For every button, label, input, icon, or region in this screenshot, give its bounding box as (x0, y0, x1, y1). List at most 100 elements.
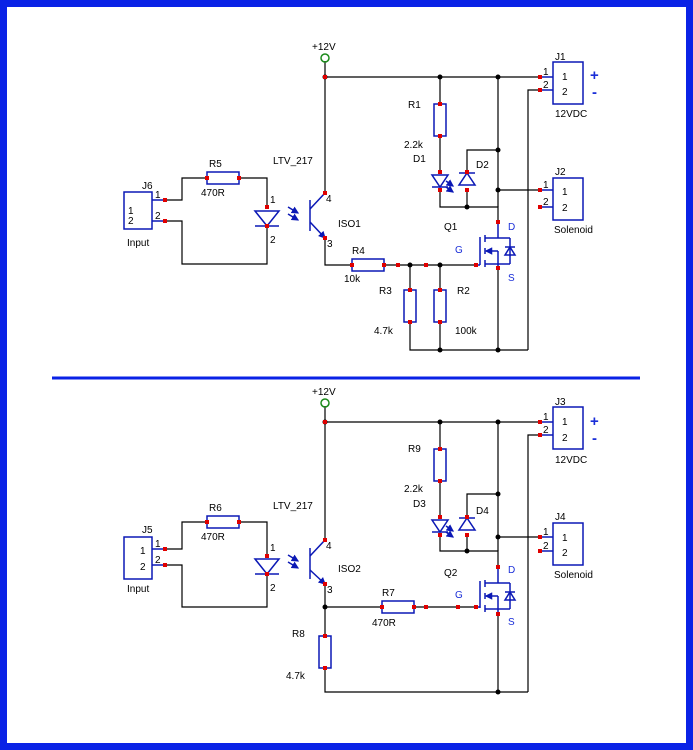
j6-pin1: 1 (155, 190, 161, 201)
resistor-r7: R7 470R (372, 588, 415, 629)
j4-pin2: 2 (543, 541, 549, 552)
iso1-led-pin1: 1 (270, 195, 276, 206)
circuit-1-junctions (322, 74, 501, 353)
d2-ref: D2 (476, 160, 489, 171)
r5-ref: R5 (209, 159, 222, 170)
r9-ref: R9 (408, 444, 421, 455)
iso2-led-pin2: 2 (270, 583, 276, 594)
j3-ref: J3 (555, 397, 566, 408)
circuit-2: +12V J5 1 2 1 2 Input R6 470R 1 2 (123, 387, 599, 695)
j2-body-pin1: 1 (562, 187, 568, 198)
j6-pin2: 2 (155, 211, 161, 222)
q2-gate: G (455, 590, 463, 601)
supply-12v-node-2: +12V (312, 387, 336, 408)
j1-body-pin1: 1 (562, 72, 568, 83)
circuit-2-pin-markers (163, 420, 542, 670)
supply-12v-label-2: +12V (312, 387, 336, 398)
r4-value: 10k (344, 274, 361, 285)
j1-pin1: 1 (543, 67, 549, 78)
d1-ref: D1 (413, 154, 426, 165)
j4-body-pin1: 1 (562, 533, 568, 544)
circuit-2-wires (165, 406, 540, 693)
led-d1 (430, 174, 455, 193)
r1-ref: R1 (408, 100, 421, 111)
r2-value: 100k (455, 326, 478, 337)
j1-plus: + (590, 67, 599, 84)
r3-ref: R3 (379, 286, 392, 297)
q2-source: S (508, 617, 515, 628)
circuit-1: +12V J6 1 2 1 2 Input R5 470R 1 2 (123, 42, 599, 353)
schematic: +12V J6 1 2 1 2 Input R5 470R 1 2 (52, 42, 640, 695)
j6-label: Input (127, 238, 149, 249)
q2-ref: Q2 (444, 568, 458, 579)
r8-value: 4.7k (286, 671, 306, 682)
circuit-2-junctions (322, 419, 501, 695)
q1-ref: Q1 (444, 222, 458, 233)
j5-ref: J5 (142, 525, 153, 536)
j5-body-pin1: 1 (140, 546, 146, 557)
j6-body-pin2: 2 (128, 216, 134, 227)
j2-ref: J2 (555, 167, 566, 178)
j3-pin2: 2 (543, 425, 549, 436)
j3-label: 12VDC (555, 455, 587, 466)
j5-pin1: 1 (155, 539, 161, 550)
j3-body-pin1: 1 (562, 417, 568, 428)
led-d3 (430, 519, 455, 538)
supply-12v-label: +12V (312, 42, 336, 53)
opto-transistor-2 (287, 539, 326, 585)
iso1-pin4: 4 (326, 194, 332, 205)
q1-drain: D (508, 222, 515, 233)
r2-ref: R2 (457, 286, 470, 297)
iso2-part: LTV_217 (273, 501, 313, 512)
j1-minus: - (592, 84, 597, 101)
connector-j5: J5 1 2 1 2 Input (123, 525, 165, 595)
r6-value: 470R (201, 532, 225, 543)
j2-label: Solenoid (554, 225, 593, 236)
j1-label: 12VDC (555, 109, 587, 120)
q1-source: S (508, 273, 515, 284)
iso1-ref: ISO1 (338, 219, 361, 230)
d4-ref: D4 (476, 506, 489, 517)
j3-pin1: 1 (543, 412, 549, 423)
j4-ref: J4 (555, 512, 566, 523)
connector-j3: J3 1 2 1 2 12VDC + - (540, 397, 599, 466)
iso2-ref: ISO2 (338, 564, 361, 575)
iso1-pin3: 3 (327, 239, 333, 250)
circuit-1-pin-markers (163, 75, 542, 324)
r1-value: 2.2k (404, 140, 424, 151)
connector-j4: J4 1 2 1 2 Solenoid (540, 512, 593, 581)
j5-body-pin2: 2 (140, 562, 146, 573)
iso1-led-pin2: 2 (270, 235, 276, 246)
j5-pin2: 2 (155, 555, 161, 566)
r7-value: 470R (372, 618, 396, 629)
schematic-frame: +12V J6 1 2 1 2 Input R5 470R 1 2 (7, 7, 686, 743)
j6-body-pin1: 1 (128, 206, 134, 217)
q1-gate: G (455, 245, 463, 256)
j5-label: Input (127, 584, 149, 595)
iso2-led-pin1: 1 (270, 543, 276, 554)
r5-value: 470R (201, 188, 225, 199)
connector-j6: J6 1 2 1 2 Input (123, 181, 165, 249)
supply-12v-node: +12V (312, 42, 336, 63)
iso1-part: LTV_217 (273, 156, 313, 167)
iso2-pin4: 4 (326, 541, 332, 552)
j3-body-pin2: 2 (562, 433, 568, 444)
j4-label: Solenoid (554, 570, 593, 581)
mosfet-q1 (476, 222, 517, 268)
d3-ref: D3 (413, 499, 426, 510)
r7-ref: R7 (382, 588, 395, 599)
j4-body-pin2: 2 (562, 548, 568, 559)
j3-plus: + (590, 413, 599, 430)
j4-pin1: 1 (543, 527, 549, 538)
j2-pin2: 2 (543, 197, 549, 208)
connector-j1: J1 1 2 1 2 12VDC + - (540, 52, 599, 120)
j1-ref: J1 (555, 52, 566, 63)
r8-ref: R8 (292, 629, 305, 640)
j2-pin1: 1 (543, 180, 549, 191)
q2-drain: D (508, 565, 515, 576)
connector-j2: J2 1 2 1 2 Solenoid (540, 167, 593, 236)
j6-ref: J6 (142, 181, 153, 192)
j1-pin2: 2 (543, 80, 549, 91)
r9-value: 2.2k (404, 484, 424, 495)
r3-value: 4.7k (374, 326, 394, 337)
